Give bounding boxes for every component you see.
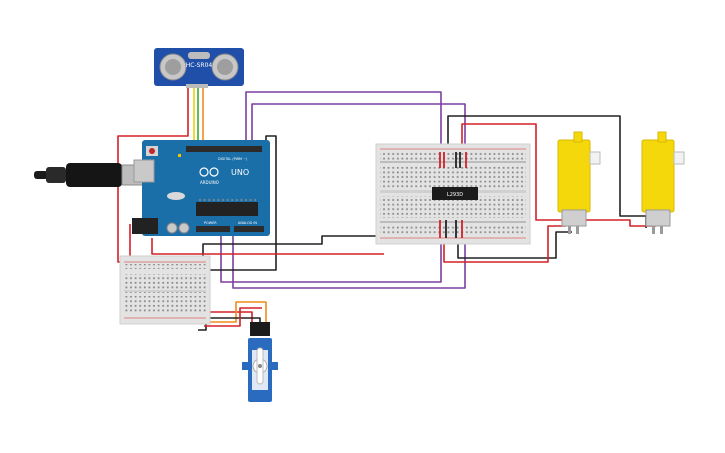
- wire-red-motor-left: [443, 225, 566, 263]
- wire-orange-servo-signal: [210, 301, 267, 323]
- atmega-chip: [196, 202, 258, 216]
- wire-red-servo-2: [204, 307, 262, 327]
- sensor-label: HC-SR04: [186, 62, 213, 69]
- usb-cable: [34, 163, 149, 187]
- digital-header: [186, 146, 262, 152]
- wire-red-motor-right: [461, 123, 656, 227]
- power-label: POWER: [204, 221, 217, 225]
- motor-driver-ic: L293D: [432, 187, 478, 200]
- wire-black-motor-left: [457, 231, 572, 259]
- driver-label: L293D: [447, 192, 463, 198]
- wire-red-bb-vcc: [129, 224, 384, 255]
- power-header: [196, 226, 230, 232]
- dc-motor-right: [641, 131, 685, 234]
- servo-motor: [242, 322, 278, 402]
- analog-header: [234, 226, 264, 232]
- arduino-model: UNO: [231, 168, 249, 177]
- arduino-uno: UNO ARDUINO DIGITAL (PWM ~) POWER ANALOG…: [132, 140, 270, 236]
- dc-motor-left: [557, 131, 601, 234]
- main-breadboard: [375, 143, 531, 245]
- small-breadboard: [119, 255, 211, 325]
- arduino-brand: ARDUINO: [200, 180, 219, 185]
- analog-label: ANALOG IN: [238, 221, 257, 225]
- breadboard-jumpers: [439, 152, 467, 238]
- digital-label: DIGITAL (PWM ~): [218, 157, 248, 161]
- ultrasonic-sensor: HC-SR04: [154, 48, 244, 88]
